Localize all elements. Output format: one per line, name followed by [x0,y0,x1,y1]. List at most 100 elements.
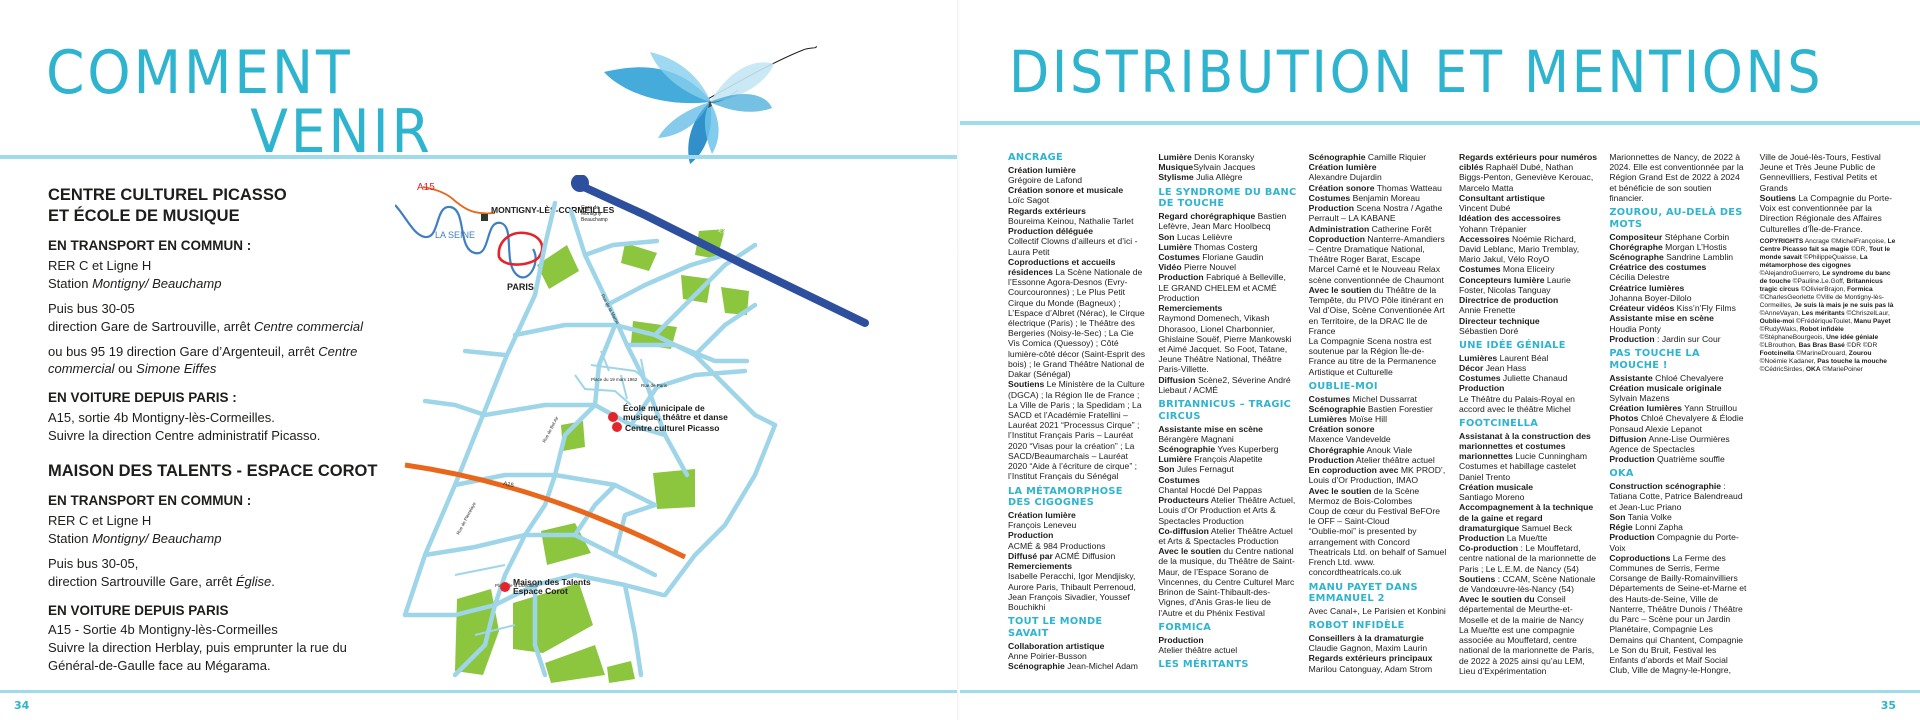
svg-text:Montigny: Montigny [581,211,602,217]
credit-section-title: LE SYNDROME DU BANC DE TOUCHE [1158,186,1297,210]
svg-text:École municipale de: École municipale de [623,403,705,413]
credit-line: Création musicale originale [1609,382,1722,393]
credit-line: Production Quatrième souffle [1609,454,1725,465]
credit-line: Regards extérieurs pour numéros ciblés R… [1458,152,1598,193]
venue-marker-corot[interactable]: Maison des Talents Espace Corot [500,577,591,596]
credit-line: Houdia Ponty [1609,323,1661,334]
svg-text:Rue de Bel Air: Rue de Bel Air [541,415,559,443]
credit-line: MusiqueSylvain Jacques [1158,162,1256,173]
credit-line: Raymond Domenech, Vikash Dhorasoo, Lione… [1158,313,1292,375]
credit-section-title: MANU PAYET DANS EMMANUEL 2 [1308,581,1418,605]
credit-line: Atelier théâtre actuel [1158,644,1238,655]
credit-line: Stylisme Julia Allègre [1158,172,1243,183]
credit-line: Conseillers à la dramaturgie [1308,632,1424,643]
station-label: Gare de Montigny Beauchamp [581,205,608,223]
credit-section-title: FORMICA [1158,621,1212,633]
svg-text:Place de la Libération: Place de la Libération [495,583,539,588]
credit-line: Regards extérieurs principaux [1308,653,1433,664]
direction-line: A15, sortie 4b Montigny-lès-Cormeilles. [48,409,275,425]
credit-line: La Compagnie Scena nostra est soutenue p… [1308,335,1437,377]
car-heading: EN VOITURE DEPUIS PARIS : [48,390,237,406]
credit-line: Vincent Dubé [1458,203,1511,214]
svg-text:Rue de Paris: Rue de Paris [641,383,668,388]
credit-line: Daniel Trento [1458,471,1511,482]
credit-line: Production Scena Nostra / Agathe Perraul… [1308,203,1443,224]
credit-section-title: LA MÉTAMORPHOSE DES CIGOGNES [1008,485,1123,509]
credit-line: Boureima Keinou, Nathalie Tarlet [1008,215,1134,226]
credit-line: Alexandre Dujardin [1308,172,1382,183]
credit-line: Yohann Trépanier [1458,223,1527,234]
header-rule [0,155,957,159]
credit-line: François Leneveu [1008,520,1077,531]
credit-line: Maxence Vandevelde [1308,434,1391,445]
access-map: A15 MONTIGNY-LÈS-CORMEILLES LA SEINE PAR… [395,175,869,683]
credit-section: PAS TOUCHE LA MOUCHE !Assistante Chloé C… [1609,348,1747,464]
credit-line: Créateur vidéos Kiss’n’Fly Films [1609,303,1736,314]
direction-line: Général-de-Gaulle face au Mégarama. [48,658,271,674]
credit-line: Création lumière [1008,164,1076,175]
credit-line: Annie Frenette [1458,305,1516,316]
credit-line: Diffusion Scène2, Séverine André Liebaut… [1158,374,1291,395]
credit-line: Scénographie Yves Kuperberg [1158,444,1279,455]
credit-line: Cécilia Delestre [1609,272,1670,283]
credit-line: Administration Catherine Forêt [1308,223,1432,234]
credit-line: Sébastien Doré [1458,325,1519,336]
direction-line: ou bus 95 19 direction Gare d’Argenteuil… [48,343,358,359]
venue-title-line: ET ÉCOLE DE MUSIQUE [48,206,240,225]
credit-line: Coproductions La Ferme des Communes de S… [1609,152,1881,676]
credit-line: Regards extérieurs [1008,205,1086,216]
direction-line: direction Sartrouville Gare, arrêt Églis… [48,573,275,589]
credit-line: Création sonore et musicale [1008,185,1124,196]
venue-marker-picasso[interactable]: Centre culturel Picasso [612,422,719,433]
credit-section-title: ZOUROU, AU-DELÀ DES MOTS [1609,207,1743,230]
credit-line: Chorégraphe Morgan L’Hostis [1609,241,1727,252]
credit-line: Sylvain Mazens [1609,392,1670,403]
transport-heading: EN TRANSPORT EN COMMUN : [48,493,252,509]
venue-picasso: CENTRE CULTUREL PICASSO ET ÉCOLE DE MUSI… [48,185,418,445]
direction-line: Puis bus 30-05 [48,300,135,316]
credit-line: Le Théâtre du Palais-Royal en accord ave… [1458,393,1575,414]
direction-line: Station Montigny/ Beauchamp [48,530,222,546]
direction-line: commercial ou Simone Eiffes [48,361,217,377]
credit-line: Régie Lonni Zapha [1609,522,1683,533]
credit-section-title: TOUT LE MONDE SAVAIT [1008,616,1103,639]
credit-line: Création sonore Thomas Watteau [1308,182,1442,193]
credit-line: Production Fabriqué à Belleville, LE GRA… [1158,272,1286,303]
credit-line: Avec le soutien de la Scène Mermoz de Bo… [1308,485,1420,506]
credit-line: Coproduction Nanterre-Amandiers – Centre… [1308,233,1445,285]
venue-title-line: CENTRE CULTUREL PICASSO [48,186,287,204]
credit-section-title: ROBOT INFIDÈLE [1308,620,1405,632]
credit-line: Soutiens : CCAM, Scène Nationale de Vand… [1458,573,1596,595]
venue-marker-ecole[interactable]: École municipale de musique, théâtre et … [608,403,728,422]
credit-line: Costumes Mona Eliceiry [1458,264,1555,275]
credit-line: Assistante mise en scène [1158,423,1263,434]
credit-line: Production [1458,383,1505,394]
venue-title: MAISON DES TALENTS - ESPACE COROT [48,461,418,482]
footer-rule [960,690,1920,693]
credit-section-title: LES MÉRITANTS [1158,658,1249,670]
map-inset: A15 MONTIGNY-LÈS-CORMEILLES LA SEINE PAR… [395,182,615,292]
credit-line: Loïc Sagot [1008,195,1050,206]
credit-line: Créatrice lumières [1609,282,1685,293]
credit-section-title: FOOTCINELLA [1458,418,1539,429]
credit-line: Grégoire de Lafond [1008,174,1083,185]
credit-line: Remerciements [1008,561,1073,572]
credit-line: “Oublie-moi” is presented by arrangement… [1308,526,1447,578]
credit-line: Regard chorégraphique Bastien Lefèvre, J… [1158,211,1287,232]
credit-line: Avec Canal+, Le Parisien et Konbini [1308,606,1446,616]
a15-road-label: A15 [503,481,515,489]
inset-a15-label: A15 [417,182,435,193]
direction-line: Puis bus 30-05, [48,555,139,571]
credit-line: Collaboration artistique [1008,640,1105,651]
credit-line: Production La Mue/tte [1458,532,1548,543]
